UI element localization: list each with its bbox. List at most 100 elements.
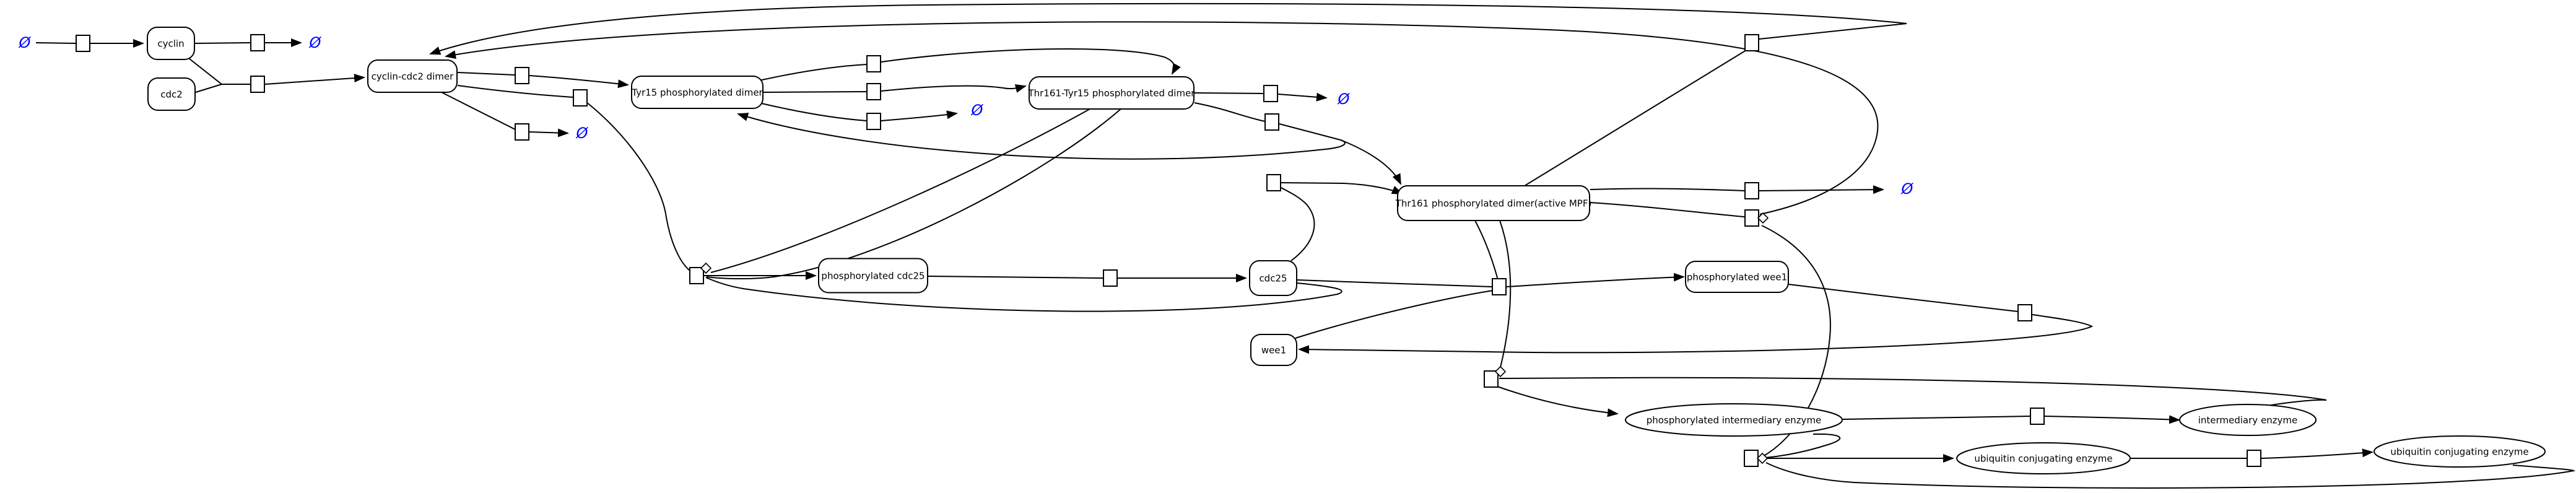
transition-square[interactable] bbox=[866, 55, 881, 72]
species-node-pwee1[interactable]: phosphorylated wee1 bbox=[1685, 261, 1789, 293]
species-roundrect[interactable] bbox=[818, 258, 928, 294]
transition-square[interactable] bbox=[1103, 269, 1118, 287]
transition-square[interactable] bbox=[1263, 85, 1278, 102]
species-label-pwee1: phosphorylated wee1 bbox=[1687, 272, 1787, 283]
species-roundrect[interactable] bbox=[1250, 334, 1297, 366]
edge-pwee1-to-t18 bbox=[1788, 284, 2019, 312]
species-ellipse[interactable] bbox=[1956, 442, 2131, 474]
species-node-pie[interactable]: phosphorylated intermediary enzyme bbox=[1625, 403, 1843, 437]
species-node-wee1[interactable]: wee1 bbox=[1250, 334, 1297, 366]
transition-t4[interactable] bbox=[515, 67, 529, 84]
species-node-tyr15[interactable]: Tyr15 phosphorylated dimer bbox=[631, 76, 764, 109]
transition-t18[interactable] bbox=[2017, 304, 2032, 321]
transition-square[interactable] bbox=[1484, 370, 1499, 388]
edge-pie-to-t20 bbox=[1842, 416, 2031, 420]
transition-square[interactable] bbox=[1744, 34, 1759, 51]
transition-t11[interactable] bbox=[1264, 113, 1279, 131]
edge-t19-to-pie bbox=[1497, 386, 1619, 417]
species-roundrect[interactable] bbox=[1685, 261, 1789, 293]
species-node-mpf[interactable]: Thr161 phosphorylated dimer(active MPF) bbox=[1395, 185, 1592, 221]
transition-t23[interactable] bbox=[1492, 278, 1507, 295]
transition-square[interactable] bbox=[515, 67, 529, 84]
transition-square[interactable] bbox=[689, 267, 704, 284]
empty-set-node-empty2[interactable]: Ø bbox=[309, 34, 322, 51]
edge-t22-to-uce2 bbox=[2261, 448, 2374, 459]
transition-square[interactable] bbox=[1492, 278, 1507, 295]
edge-tyr15-to-t9 bbox=[761, 103, 868, 121]
species-roundrect[interactable] bbox=[1397, 185, 1590, 221]
species-node-thr161tyr15[interactable]: Thr161-Tyr15 phosphorylated dimer bbox=[1028, 76, 1196, 110]
edge-t20-to-ie bbox=[2044, 415, 2180, 424]
edge-t7-to-thr161tyr15 bbox=[881, 48, 1181, 75]
species-roundrect[interactable] bbox=[367, 59, 458, 93]
transition-t1[interactable] bbox=[76, 35, 90, 52]
empty-set-node-empty3[interactable]: Ø bbox=[576, 124, 589, 142]
species-node-pcdc25[interactable]: phosphorylated cdc25 bbox=[818, 258, 928, 294]
transition-t12[interactable] bbox=[1266, 174, 1281, 191]
transition-t17[interactable] bbox=[1103, 269, 1118, 287]
empty-set-node-empty4[interactable]: Ø bbox=[971, 102, 984, 119]
empty-set-node-empty6[interactable]: Ø bbox=[1901, 180, 1914, 198]
transition-square[interactable] bbox=[2017, 304, 2032, 321]
transition-t22[interactable] bbox=[2247, 450, 2261, 467]
transition-t2[interactable] bbox=[250, 34, 265, 51]
edge-t10-to-empty5 bbox=[1277, 92, 1328, 102]
transition-square[interactable] bbox=[1744, 450, 1759, 467]
transition-t3[interactable] bbox=[250, 76, 265, 93]
transition-t14[interactable] bbox=[1744, 209, 1769, 227]
species-roundrect[interactable] bbox=[147, 77, 196, 111]
transition-t8[interactable] bbox=[866, 83, 881, 100]
transition-square[interactable] bbox=[1744, 182, 1759, 199]
edge-thr161tyr15-to-t11 bbox=[1194, 102, 1266, 122]
edge-uce2-to-t21 bbox=[1765, 462, 2576, 489]
species-label-wee1: wee1 bbox=[1261, 345, 1286, 356]
transition-t7[interactable] bbox=[866, 55, 881, 72]
transition-square[interactable] bbox=[1744, 209, 1759, 227]
transition-t16[interactable] bbox=[689, 262, 712, 284]
edge-t13-to-empty6 bbox=[1759, 185, 1884, 194]
empty-set-node-empty1[interactable]: Ø bbox=[19, 34, 32, 51]
species-ellipse[interactable] bbox=[2374, 435, 2546, 468]
transition-t15[interactable] bbox=[1744, 34, 1759, 51]
transition-square[interactable] bbox=[866, 83, 881, 100]
species-node-uce2[interactable]: ubiquitin conjugating enzyme bbox=[2374, 435, 2546, 468]
species-node-dimer[interactable]: cyclin-cdc2 dimer bbox=[367, 59, 458, 93]
transition-square[interactable] bbox=[573, 89, 588, 107]
edge-mpf-to-t19 bbox=[1499, 220, 1512, 373]
edge-t23-to-pwee1 bbox=[1506, 273, 1685, 287]
transition-t9[interactable] bbox=[866, 113, 881, 130]
transition-square[interactable] bbox=[250, 34, 265, 51]
edge-cdc25-to-t16 bbox=[705, 277, 1342, 312]
species-ellipse[interactable] bbox=[1625, 403, 1843, 437]
transition-square[interactable] bbox=[1264, 113, 1279, 131]
transition-t10[interactable] bbox=[1263, 85, 1278, 102]
species-node-cdc25[interactable]: cdc25 bbox=[1249, 260, 1297, 296]
transition-t5[interactable] bbox=[573, 89, 588, 107]
species-roundrect[interactable] bbox=[1249, 260, 1297, 296]
transition-t6[interactable] bbox=[515, 123, 529, 141]
species-ellipse[interactable] bbox=[2179, 404, 2317, 436]
empty-set-node-empty5[interactable]: Ø bbox=[1338, 90, 1351, 108]
species-roundrect[interactable] bbox=[147, 27, 195, 60]
species-roundrect[interactable] bbox=[631, 76, 764, 109]
species-label-uce1: ubiquitin conjugating enzyme bbox=[1974, 453, 2112, 465]
transition-t19[interactable] bbox=[1484, 365, 1507, 388]
transition-square[interactable] bbox=[866, 113, 881, 130]
transition-square[interactable] bbox=[76, 35, 90, 52]
species-label-cdc25: cdc25 bbox=[1259, 273, 1287, 284]
transition-t21[interactable] bbox=[1744, 450, 1769, 467]
species-roundrect[interactable] bbox=[1029, 76, 1194, 110]
species-node-cyclin[interactable]: cyclin bbox=[147, 27, 195, 60]
transition-t20[interactable] bbox=[2030, 408, 2045, 425]
transition-t13[interactable] bbox=[1744, 182, 1759, 199]
transition-square[interactable] bbox=[250, 76, 265, 93]
species-node-uce1[interactable]: ubiquitin conjugating enzyme bbox=[1956, 442, 2131, 474]
transition-square[interactable] bbox=[2247, 450, 2261, 467]
edge-t14-to-dimer bbox=[445, 21, 1879, 215]
species-node-cdc2[interactable]: cdc2 bbox=[147, 77, 196, 111]
transition-square[interactable] bbox=[515, 123, 529, 141]
transition-square[interactable] bbox=[2030, 408, 2045, 425]
edge-t8-to-thr161tyr15 bbox=[881, 84, 1027, 93]
species-node-ie[interactable]: intermediary enzyme bbox=[2179, 404, 2317, 436]
transition-square[interactable] bbox=[1266, 174, 1281, 191]
